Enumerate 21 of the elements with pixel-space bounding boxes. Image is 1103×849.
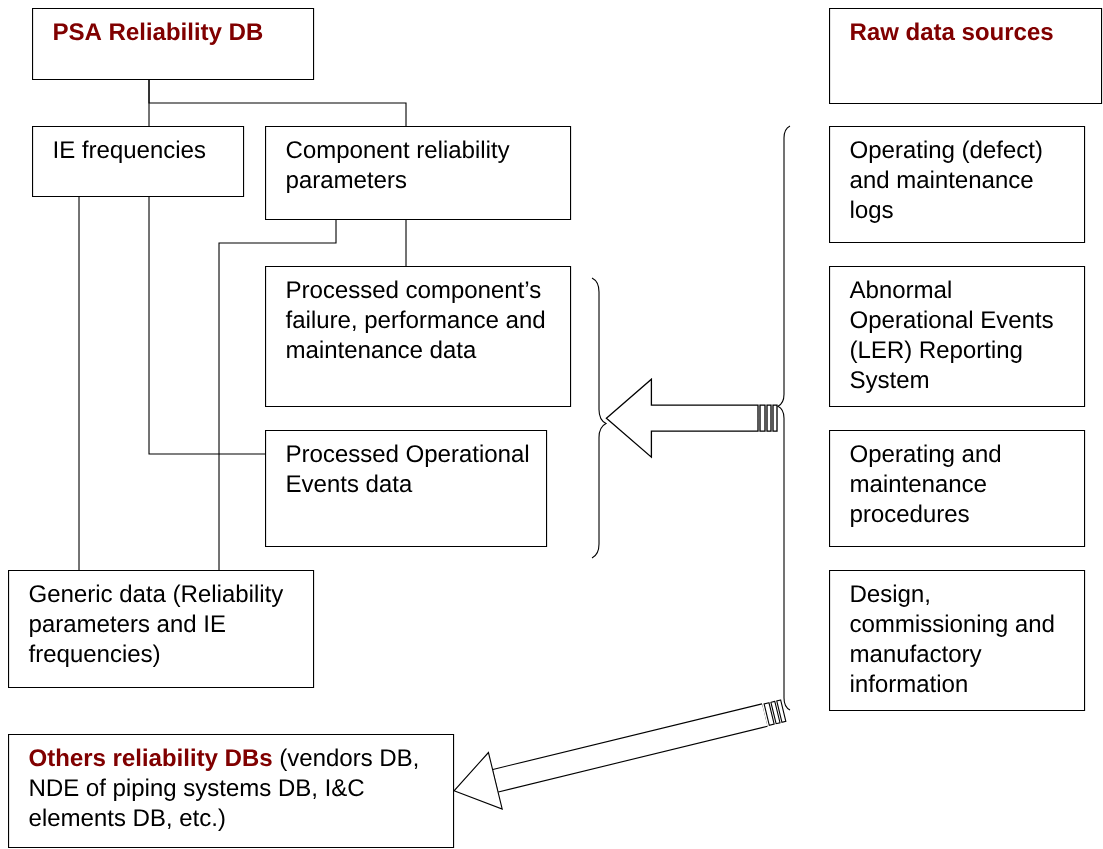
connector-line: [148, 196, 266, 455]
source-box: Raw data sources: [829, 8, 1103, 105]
data-box: Component reliability parameters: [265, 126, 572, 221]
block-arrow: [453, 699, 787, 810]
data-box: Generic data (Reliability parameters and IE frequencies): [8, 570, 315, 689]
data-box: Processed component’s failure, performance and maintenance data: [265, 266, 572, 408]
connector-line: [78, 196, 80, 571]
database-box: PSA Reliability DB: [32, 8, 315, 81]
connector-line: [218, 219, 337, 571]
connector-line: [148, 79, 407, 127]
data-box: Design, commissioning and manufactory information: [829, 570, 1086, 712]
data-box: Operating and maintenance procedures: [829, 430, 1086, 548]
block-arrow: [605, 377, 778, 459]
curly-brace: [591, 277, 607, 559]
curly-brace: [777, 125, 791, 711]
data-box: Others reliability DBs (vendors DB, NDE of piping systems DB, I&C elements DB, etc.): [8, 734, 455, 849]
data-box: Processed Operational Events data: [265, 430, 548, 548]
data-box: IE frequencies: [32, 126, 245, 198]
data-box: Operating (defect) and maintenance logs: [829, 126, 1086, 244]
connector-line: [405, 219, 407, 267]
data-box: Abnormal Operational Events (LER) Reporting System: [829, 266, 1086, 408]
